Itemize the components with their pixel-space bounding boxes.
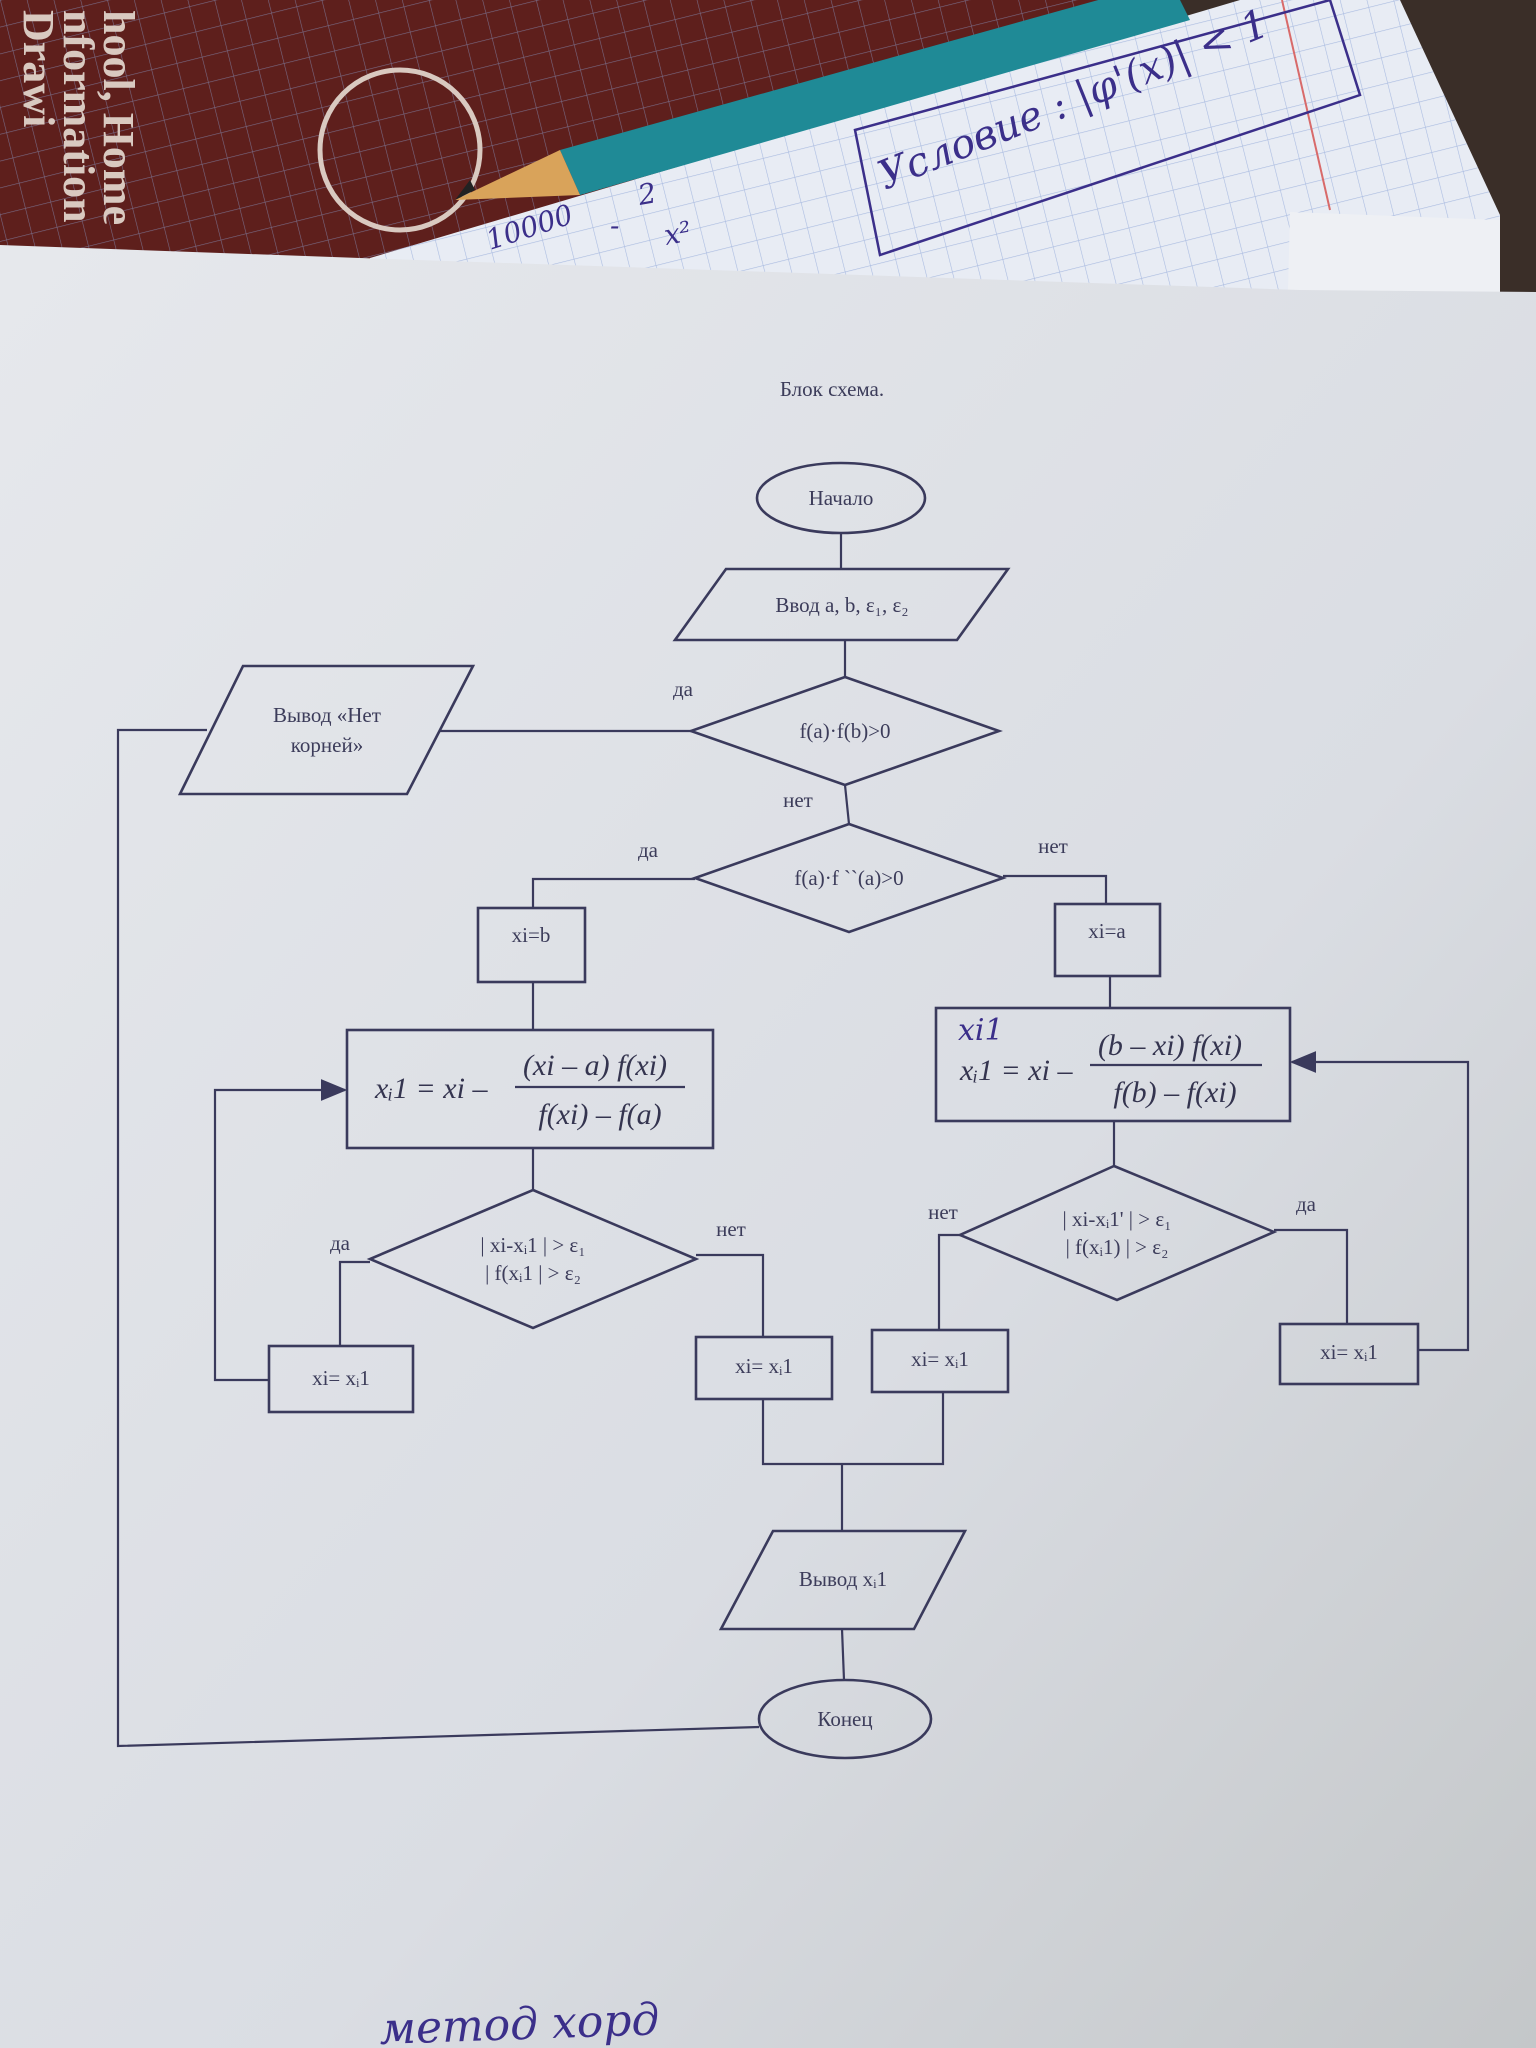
left-formula-lhs: xᵢ1 = xi – (374, 1072, 488, 1105)
right-formula-numerator: (b – xi) f(xi) (1098, 1029, 1242, 1062)
decision-fa-f2a-label: f(a)·f ``(a)>0 (794, 866, 903, 890)
left-formula-denominator: f(xi) – f(a) (538, 1098, 661, 1131)
right-assign-exit (870, 1328, 1010, 1394)
left-check-line2: | f(xᵢ1 | > ε₂ (485, 1261, 581, 1285)
no-label: нет (1038, 834, 1068, 858)
start-label: Начало (809, 486, 874, 510)
assign-xi-b (476, 906, 587, 984)
output-result-label: Вывод xᵢ1 (799, 1567, 887, 1591)
pencil (455, 0, 1190, 200)
right-check-line1: | xi-xᵢ1' | > ε₁ (1063, 1207, 1172, 1231)
book-text: Drawi (14, 10, 63, 127)
left-formula-numerator: (xi – a) f(xi) (523, 1049, 667, 1082)
left-assign-loop-label: xi= xᵢ1 (312, 1366, 370, 1390)
yes-label: да (330, 1231, 351, 1255)
output-no-roots-line1: Вывод «Нет (273, 703, 381, 727)
yes-label: да (673, 677, 694, 701)
right-formula-lhs: xᵢ1 = xi – (959, 1054, 1073, 1087)
no-label: нет (716, 1217, 746, 1241)
no-roots-to-end-line (116, 728, 760, 1748)
right-loop-arrow (1289, 1051, 1470, 1352)
assign-xi-a-label: xi=a (1088, 919, 1126, 943)
no-label: нет (783, 788, 813, 812)
right-check-line2: | f(xᵢ1) | > ε₂ (1066, 1235, 1169, 1259)
yes-label: да (1296, 1192, 1317, 1216)
left-check-line1: | xi-xᵢ1 | > ε₁ (480, 1233, 585, 1257)
left-convergence-check (366, 1188, 700, 1330)
end-terminator (757, 1678, 933, 1760)
input-label: Ввод a, b, ε₁, ε₂ (775, 593, 908, 617)
assign-xi-a (1053, 902, 1162, 978)
no-label: нет (928, 1200, 958, 1224)
output-result (718, 1529, 968, 1631)
input-block (672, 567, 1011, 642)
output-no-roots-line2: корней» (291, 733, 363, 757)
right-formula-denominator: f(b) – f(xi) (1113, 1076, 1236, 1109)
diagram-title: Блок схема. (780, 377, 884, 401)
book-text: hool, Home (94, 10, 143, 225)
handwritten-bottom-note: метод хорд (379, 1994, 661, 2048)
paper-sheet (0, 245, 1536, 2048)
note-minus: - (610, 209, 619, 242)
output-no-roots (177, 664, 476, 796)
right-assign-loop-label: xi= xᵢ1 (1320, 1340, 1378, 1364)
yes-label: да (638, 838, 659, 862)
note-denominator: x² (661, 215, 693, 252)
decision-fa-fb-label: f(a)·f(b)>0 (799, 719, 890, 743)
handwritten-xi1: xi1 (958, 1013, 1004, 1048)
left-loop-arrow (213, 1079, 348, 1382)
end-label: Конец (817, 1707, 872, 1731)
assign-xi-b-label: xi=b (512, 923, 551, 947)
book-text: nformation (54, 10, 103, 223)
right-assign-loop (1278, 1322, 1420, 1386)
left-assign-exit-label: xi= xᵢ1 (735, 1354, 793, 1378)
right-assign-exit-label: xi= xᵢ1 (911, 1347, 969, 1371)
right-convergence-check (956, 1164, 1278, 1302)
decision-fa-f2a (691, 822, 1007, 934)
